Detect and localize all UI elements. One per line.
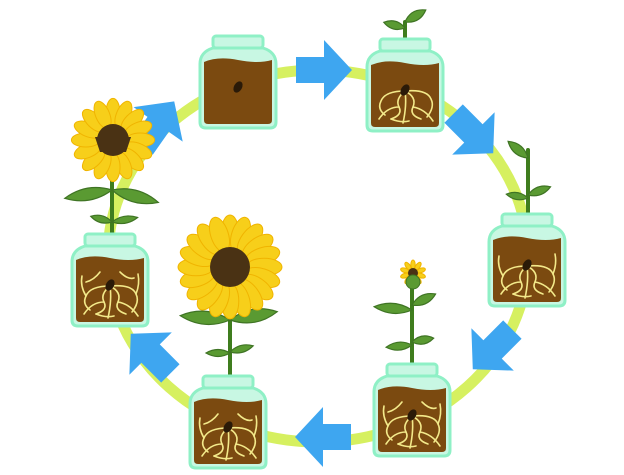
arrow-icon	[296, 40, 352, 100]
roots-icon	[382, 401, 442, 449]
jar-wilting	[70, 232, 150, 328]
leaf-icon	[382, 20, 406, 31]
jar-lid	[201, 374, 255, 390]
jar-bud	[372, 362, 452, 458]
flower-center	[210, 247, 250, 287]
leaf-icon	[110, 215, 139, 225]
jar-lid	[500, 212, 554, 228]
plant-bloom	[177, 214, 283, 422]
jar-bloom	[188, 374, 268, 470]
leaf-icon	[228, 344, 255, 354]
bud-icon	[405, 274, 421, 290]
leaf-icon	[411, 293, 437, 307]
roots-icon	[198, 413, 258, 461]
jar-lid	[385, 362, 439, 378]
jars	[70, 34, 567, 470]
seed-icon	[223, 421, 233, 433]
seed-icon	[407, 409, 417, 421]
leaf-icon	[384, 341, 414, 351]
leaf-icon	[89, 214, 114, 224]
jar-seedling	[487, 212, 567, 308]
sunflower-head-icon	[70, 97, 156, 183]
arrow-icon	[444, 104, 495, 155]
arrow-icon	[295, 407, 351, 467]
sunflower-head-icon	[177, 214, 283, 320]
plant-wilting	[63, 97, 160, 287]
leaf-icon	[526, 185, 552, 197]
arrow-icon	[471, 320, 522, 371]
seed-icon	[105, 279, 115, 291]
jar-sprout	[365, 37, 445, 133]
jar-lid	[211, 34, 265, 50]
jar-seed	[198, 34, 278, 130]
seed-icon	[233, 81, 243, 93]
seed-icon	[400, 84, 410, 96]
leaf-icon	[507, 140, 529, 159]
arrows	[129, 40, 522, 467]
leaf-icon	[505, 191, 530, 201]
arrow-icon	[129, 332, 180, 383]
leaf-icon	[404, 9, 427, 23]
roots-icon	[80, 271, 140, 319]
leaf-icon	[372, 302, 414, 315]
seed-head	[95, 137, 131, 152]
plants	[63, 9, 552, 422]
seed-icon	[522, 259, 532, 271]
plant-bud	[372, 259, 437, 407]
leaf-icon	[204, 348, 232, 358]
jar-lid	[378, 37, 432, 53]
roots-icon	[497, 253, 557, 299]
leaf-icon	[63, 186, 114, 202]
leaf-icon	[410, 335, 435, 345]
leaf-icon	[110, 188, 160, 205]
jar-lid	[83, 232, 137, 248]
